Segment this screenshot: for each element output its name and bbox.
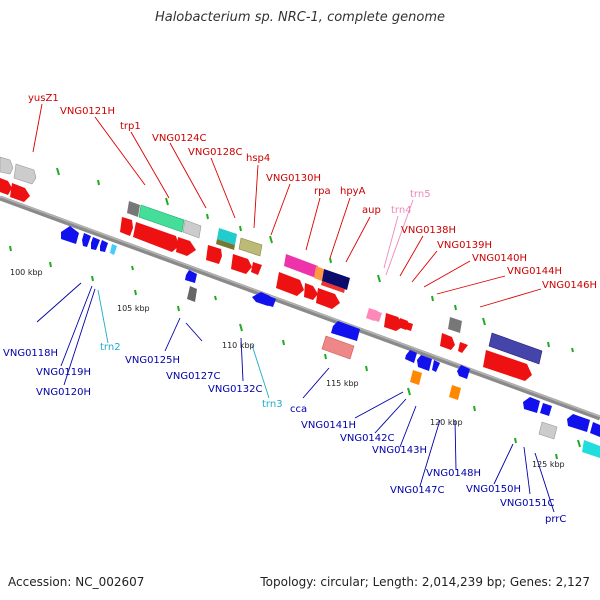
gene-label-vng0144h[interactable]: VNG0144H: [507, 266, 562, 277]
gene-label-trn2[interactable]: trn2: [100, 342, 121, 353]
gene-label-trn3[interactable]: trn3: [262, 399, 283, 410]
gene-label-vng0143h[interactable]: VNG0143H: [372, 445, 427, 456]
gene-label-vng0124c[interactable]: VNG0124C: [152, 133, 207, 144]
accession-label: Accession: NC_002607: [8, 575, 145, 589]
kbp-tick-110: 110 kbp: [222, 341, 255, 350]
gene-label-vng0118h[interactable]: VNG0118H: [3, 348, 58, 359]
reverse-gene-labels: VNG0118H VNG0119H VNG0120H trn2 VNG0125H…: [3, 342, 566, 525]
tick-row-reverse: [9, 245, 581, 460]
forward-gene-labels: yusZ1 VNG0121H trp1 VNG0124C VNG0128C hs…: [28, 93, 597, 291]
reverse-leaders: [36, 282, 555, 513]
forward-features: [0, 156, 543, 381]
gene-label-vng0132c[interactable]: VNG0132C: [208, 384, 263, 395]
genome-backbone: [0, 195, 600, 421]
gene-label-yusz1[interactable]: yusZ1: [28, 93, 59, 104]
gene-label-vng0128c[interactable]: VNG0128C: [188, 147, 243, 158]
kbp-tick-120: 120 kbp: [430, 418, 463, 427]
gene-label-prrc[interactable]: prrC: [545, 514, 566, 525]
gene-label-vng0147c[interactable]: VNG0147C: [390, 485, 445, 496]
forward-leaders: [32, 103, 542, 308]
gene-label-vng0125h[interactable]: VNG0125H: [125, 355, 180, 366]
trna-forward-leaders: [383, 199, 414, 276]
gene-label-vng0148h[interactable]: VNG0148H: [426, 468, 481, 479]
gene-label-trn4[interactable]: trn4: [391, 205, 412, 216]
tick-row-forward: [56, 167, 574, 353]
gene-label-rpa[interactable]: rpa: [314, 186, 331, 197]
gene-label-hpya[interactable]: hpyA: [340, 186, 366, 197]
gene-label-cca[interactable]: cca: [290, 404, 307, 415]
gene-label-aup[interactable]: aup: [362, 205, 381, 216]
kbp-tick-115: 115 kbp: [326, 379, 359, 388]
gene-label-vng0140h[interactable]: VNG0140H: [472, 253, 527, 264]
gene-label-vng0119h[interactable]: VNG0119H: [36, 367, 91, 378]
gene-label-vng0151c[interactable]: VNG0151C: [500, 498, 555, 509]
kbp-tick-105: 105 kbp: [117, 304, 150, 313]
gene-label-hsp4[interactable]: hsp4: [246, 153, 270, 164]
gene-label-vng0121h[interactable]: VNG0121H: [60, 106, 115, 117]
trna-reverse-leaders: [97, 289, 270, 399]
gene-label-vng0138h[interactable]: VNG0138H: [401, 225, 456, 236]
map-title: Halobacterium sp. NRC-1, complete genome: [154, 10, 446, 25]
reverse-features: [61, 226, 600, 458]
kbp-tick-125: 125 kbp: [532, 460, 565, 469]
gene-label-vng0146h[interactable]: VNG0146H: [542, 280, 597, 291]
genome-summary: Topology: circular; Length: 2,014,239 bp…: [260, 575, 590, 589]
kbp-tick-100: 100 kbp: [10, 268, 43, 277]
gene-label-vng0130h[interactable]: VNG0130H: [266, 173, 321, 184]
gene-label-vng0150h[interactable]: VNG0150H: [466, 484, 521, 495]
gene-label-vng0141h[interactable]: VNG0141H: [301, 420, 356, 431]
gene-label-vng0142c[interactable]: VNG0142C: [340, 433, 395, 444]
gene-label-trp1[interactable]: trp1: [120, 121, 141, 132]
gene-label-vng0139h[interactable]: VNG0139H: [437, 240, 492, 251]
gene-label-vng0127c[interactable]: VNG0127C: [166, 371, 221, 382]
gene-label-trn5[interactable]: trn5: [410, 189, 431, 200]
gene-label-vng0120h[interactable]: VNG0120H: [36, 387, 91, 398]
